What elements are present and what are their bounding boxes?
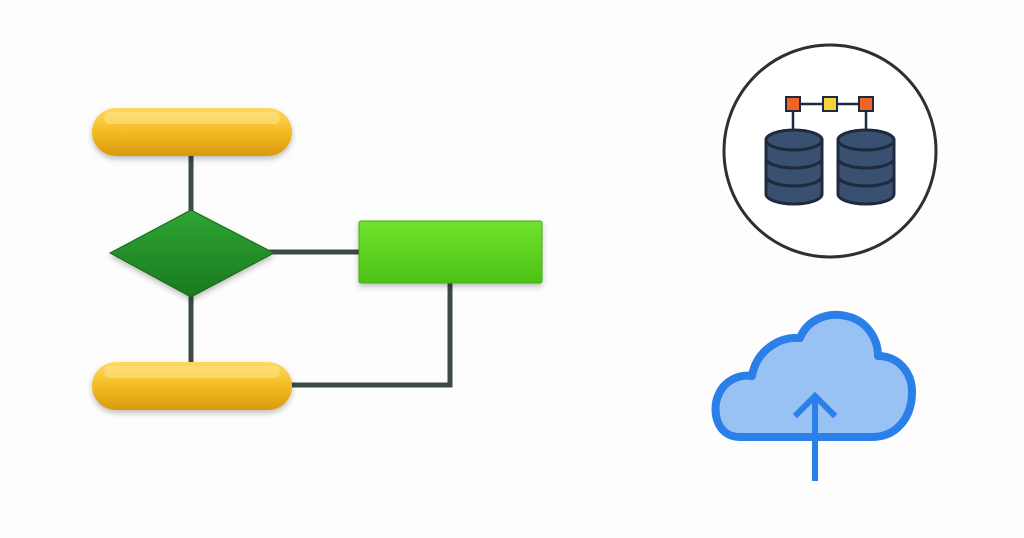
node-right-icon xyxy=(858,96,874,112)
cloud-upload-icon xyxy=(711,310,916,481)
process-box xyxy=(358,220,543,284)
decision-diamond xyxy=(108,209,276,298)
end-terminator xyxy=(92,362,292,410)
database-right-icon xyxy=(836,128,896,206)
node-left-icon xyxy=(785,96,801,112)
database-left-icon xyxy=(764,128,824,206)
node-middle-icon xyxy=(822,96,838,112)
start-terminator xyxy=(92,108,292,156)
connectors xyxy=(188,153,453,388)
edge-process-end xyxy=(289,280,453,388)
database-network-icon xyxy=(722,43,938,259)
upload-arrow-icon xyxy=(792,391,838,481)
